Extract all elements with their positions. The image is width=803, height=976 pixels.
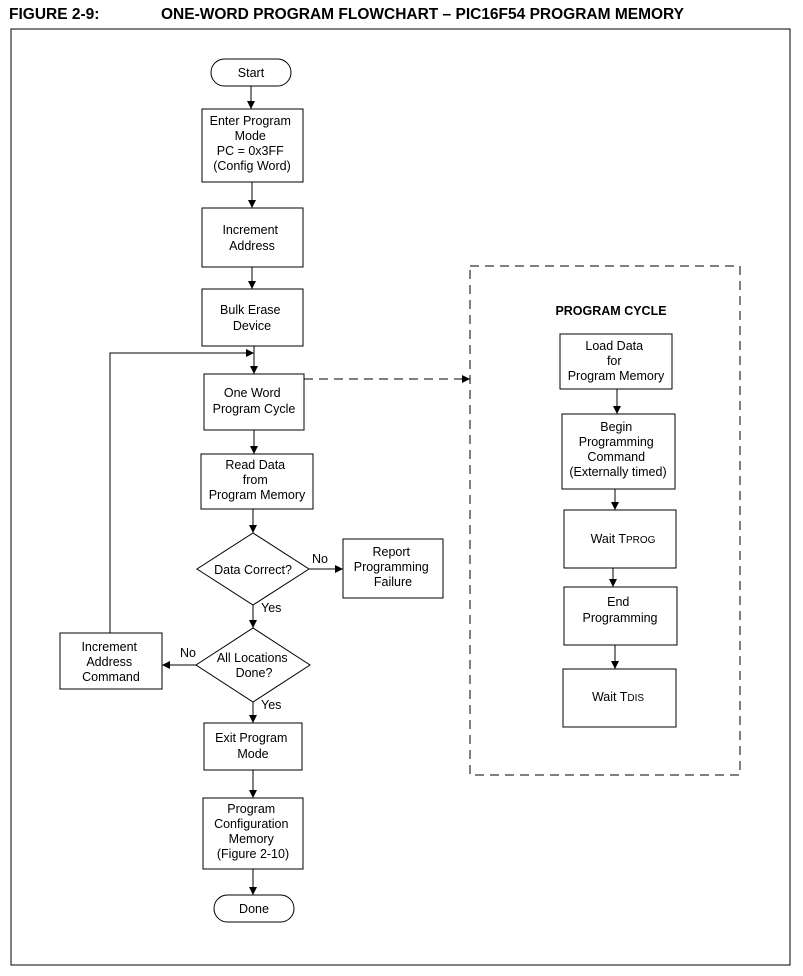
wait-tprog-label: Wait TPROG xyxy=(591,532,656,546)
figure-title: ONE-WORD PROGRAM FLOWCHART – PIC16F54 PR… xyxy=(161,6,684,23)
report-failure-label: Report Programming Failure xyxy=(354,545,433,589)
all-locations-no-label: No xyxy=(180,646,196,660)
end-programming-box xyxy=(563,586,678,646)
read-data-label: Read Data from Program Memory xyxy=(209,458,306,502)
end-programming-label: End Programming xyxy=(582,595,657,625)
exit-program-mode-label: Exit Program Mode xyxy=(215,731,291,761)
done-terminal xyxy=(213,894,295,923)
all-locations-done-label: All Locations Done? xyxy=(217,651,291,680)
data-correct-no-label: No xyxy=(312,552,328,566)
increment-address-command-box xyxy=(59,632,163,690)
figure-header: FIGURE 2-9: ONE-WORD PROGRAM FLOWCHART –… xyxy=(0,0,803,30)
all-locations-done-decision xyxy=(195,627,311,703)
increment-address-box xyxy=(201,207,304,268)
done-label: Done xyxy=(239,902,269,916)
one-word-program-cycle-label: One Word Program Cycle xyxy=(213,386,296,416)
data-correct-yes-label: Yes xyxy=(261,601,281,615)
bulk-erase-label: Bulk Erase Device xyxy=(220,303,284,333)
report-failure-box xyxy=(342,538,444,599)
read-data-box xyxy=(200,453,314,510)
increment-address-command-label: Increment Address Command xyxy=(81,640,140,684)
enter-program-mode-label: Enter Program Mode PC = 0x3FF (Config Wo… xyxy=(210,114,295,173)
begin-programming-box xyxy=(561,413,676,490)
figure-label: FIGURE 2-9: xyxy=(9,6,100,23)
wait-tdis-box xyxy=(562,668,677,728)
program-cycle-region xyxy=(469,265,741,776)
program-config-memory-box xyxy=(202,797,304,870)
figure-frame xyxy=(10,28,791,966)
exit-program-mode-box xyxy=(203,722,303,771)
data-correct-label: Data Correct? xyxy=(214,563,292,577)
wait-tdis-label: Wait TDIS xyxy=(592,690,644,704)
bulk-erase-box xyxy=(201,288,304,347)
start-label: Start xyxy=(238,66,265,80)
arrow-loop-back xyxy=(109,349,254,633)
program-config-memory-label: Program Configuration Memory (Figure 2-1… xyxy=(214,802,292,861)
program-cycle-title: PROGRAM CYCLE xyxy=(555,304,666,318)
begin-programming-label: Begin Programming Command (Externally ti… xyxy=(569,420,666,479)
increment-address-label: Increment Address xyxy=(222,223,281,253)
wait-tprog-box xyxy=(563,509,677,569)
load-data-label: Load Data for Program Memory xyxy=(568,339,665,383)
load-data-box xyxy=(559,333,673,390)
enter-program-mode-box xyxy=(201,108,304,183)
all-locations-yes-label: Yes xyxy=(261,698,281,712)
